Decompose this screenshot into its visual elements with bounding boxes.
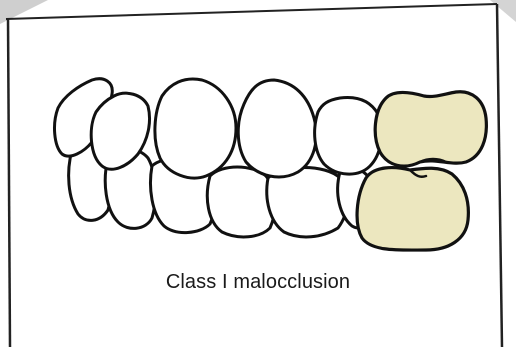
figure-caption: Class I malocclusion [0, 271, 516, 294]
frame-left-border [8, 18, 10, 347]
frame-top-border [6, 4, 497, 19]
lower-molar-highlight [357, 168, 468, 250]
lower-tooth-4 [207, 167, 275, 237]
upper-tooth-4 [238, 80, 316, 177]
upper-tooth-3 [155, 79, 236, 178]
upper-tooth-5 [315, 98, 382, 175]
frame-right-border [497, 4, 502, 347]
upper-molar-highlight [375, 92, 486, 166]
